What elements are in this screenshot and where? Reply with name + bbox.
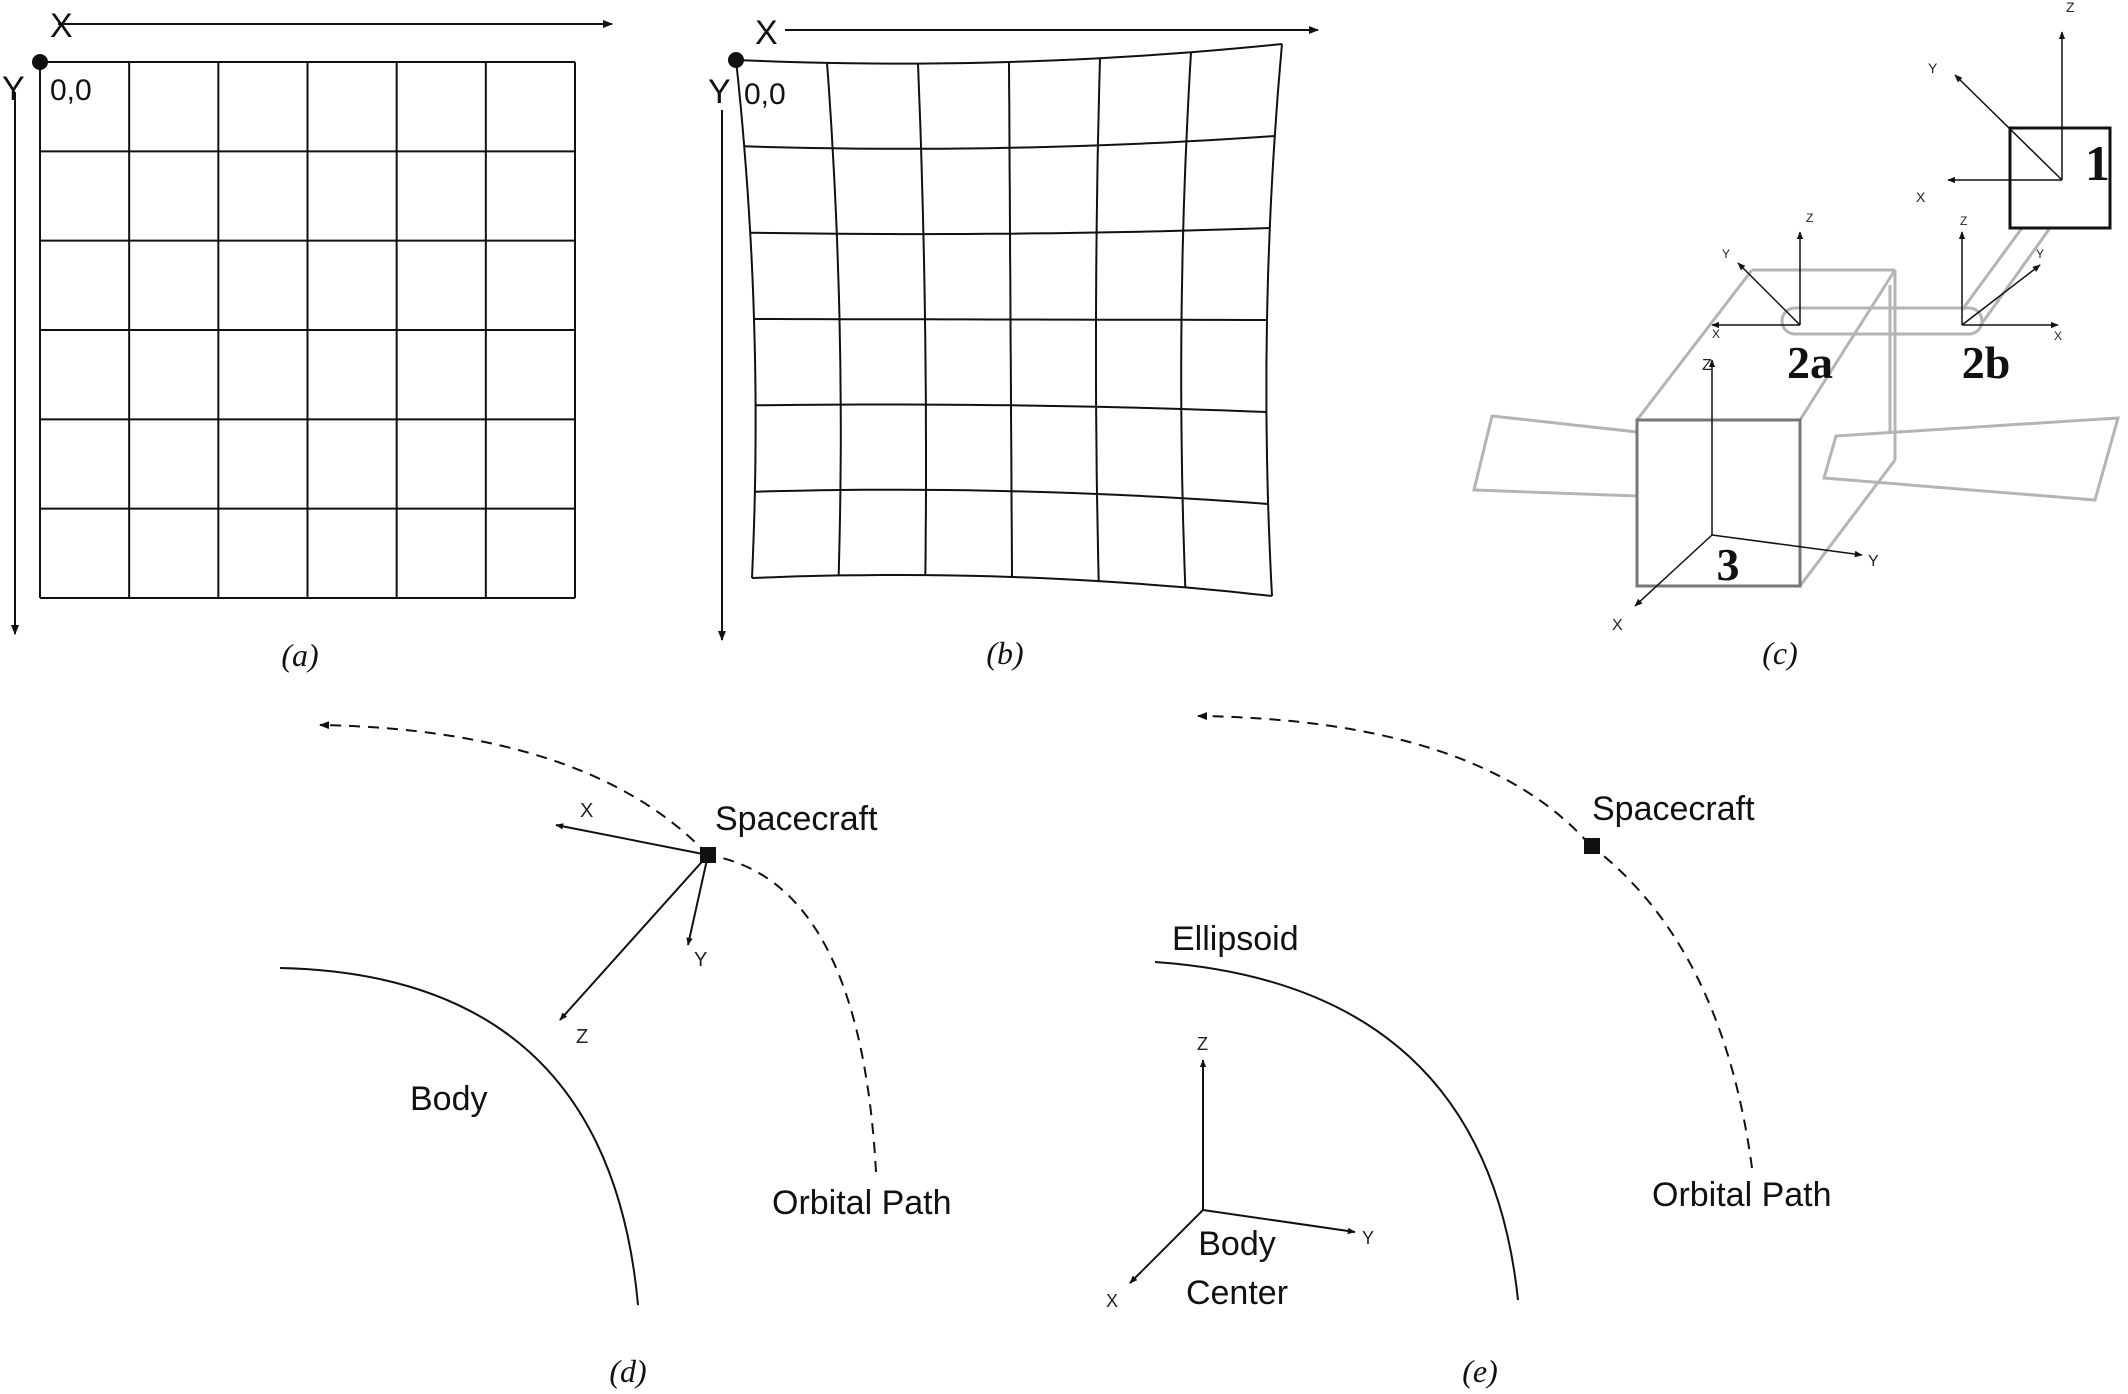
y-axis-arrow [1202,1209,1356,1235]
ellipsoid-outline [1154,961,1519,1301]
y-axis-label: Y [708,73,731,111]
x-axis-label: X [580,800,593,822]
y-axis-label: Y [2,70,25,108]
x-axis-arrow [555,823,709,856]
caption-c: (c) [1762,635,1798,671]
spacecraft-label: Spacecraft [1592,790,1755,828]
frame-1-box [2008,126,2112,230]
ellipsoid-label: Ellipsoid [1172,920,1299,958]
instrument-arm [1780,227,2052,336]
frame-1-x-label: X [1916,189,1926,205]
frame-2b: Z Y X 2b [1958,214,2062,388]
frame-2a-z-label: Z [1806,211,1813,225]
frame-2b-number: 2b [1962,337,2011,388]
frame-1: Z Y X 1 [1916,0,2112,230]
panel-a: X Y 0,0 (a) [2,7,613,673]
frame-2a: Z Y X 2a [1711,211,1833,388]
grid-line-horizontal [754,488,1269,505]
frame-3-z-label: Z [1702,357,1712,374]
origin-label: 0,0 [744,78,786,111]
grid-line-horizontal [754,318,1267,321]
caption-e: (e) [1462,1353,1498,1389]
caption-a: (a) [281,637,318,673]
frame-3-number: 3 [1717,539,1740,590]
frame-2b-z-label: Z [1960,214,1967,228]
spacecraft-label: Spacecraft [715,800,878,838]
frame-2a-x-label: X [1712,327,1720,341]
regular-grid [39,61,576,599]
spacecraft-body-box [1635,268,1897,587]
x-axis-label: X [50,7,73,45]
grid-line-horizontal [755,403,1267,413]
spacecraft-front-face [1635,418,1802,588]
caption-b: (b) [986,635,1023,671]
panel-b: X Y 0,0 (b) [708,14,1319,671]
body-center-label-line2: Center [1186,1274,1288,1312]
frame-1-y-label: Y [1928,60,1938,76]
frame-2b-x-label: X [2054,329,2062,343]
grid-line-horizontal [744,135,1275,150]
grid-line-horizontal [750,227,1270,236]
caption-d: (d) [609,1353,646,1389]
solar-panel-right [1822,416,2121,502]
solar-panel-left [1472,414,1639,498]
x-axis-label: X [1106,1291,1118,1311]
z-axis-arrow [559,854,709,1021]
grid-line-vertical [735,59,757,579]
z-axis-label: Z [1197,1034,1208,1054]
origin-label: 0,0 [50,74,92,107]
frame-3-x-label: X [1612,617,1623,634]
body-label: Body [410,1080,488,1118]
panel-d: X Y Z Spacecraft Body Orbital Path (d) [279,725,952,1389]
z-axis-label: Z [576,1026,588,1048]
x-axis-arrow [1129,1209,1204,1284]
body-outline [279,967,639,1306]
orbital-path [320,725,877,1173]
distorted-grid [735,43,1283,597]
orbital-path-label: Orbital Path [1652,1176,1832,1214]
frame-2a-number: 2a [1787,337,1833,388]
panel-e: Z Y X Spacecraft Ellipsoid Body Center O… [1106,716,1832,1389]
orbital-path-label: Orbital Path [772,1184,952,1222]
frame-2a-y-label: Y [1722,247,1730,261]
grid-line-vertical [1265,43,1283,597]
frame-2b-y-label: Y [2036,247,2044,261]
grid-line-horizontal [735,43,1283,65]
spacecraft-marker [1584,838,1600,854]
panel-c: Z Y X 1 Z Y X 2a Z Y X 2b [1472,0,2121,671]
grid-line-horizontal [751,574,1273,597]
frame-1-z-label: Z [2066,0,2075,15]
x-axis-label: X [755,14,778,52]
orbital-path [1198,716,1753,1169]
frame-3-y-label: Y [1868,553,1879,570]
body-center-label-line1: Body [1198,1225,1276,1263]
y-axis-label: Y [1362,1228,1374,1248]
y-axis-arrow [686,854,709,946]
frame-1-number: 1 [2085,135,2110,191]
frame-3: Z Y X 3 [1612,357,1879,634]
y-axis-label: Y [694,949,707,971]
